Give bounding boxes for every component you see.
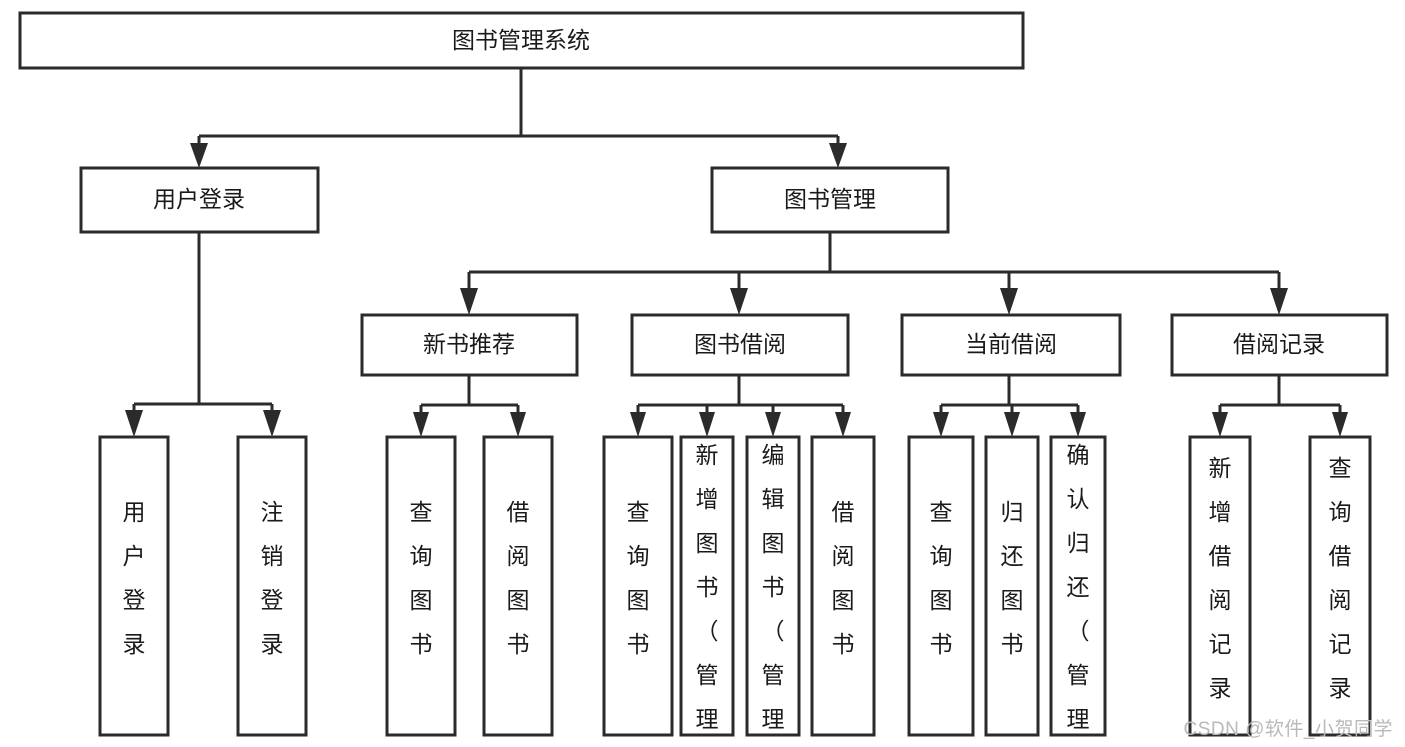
node-leaf-query-book-2-box[interactable] [602,435,674,737]
connector-root-bus [197,68,840,158]
node-book-borrow[interactable]: 图书借阅 [630,313,850,377]
arrowhead-leaf-query-record [1332,412,1348,437]
arrowhead-leaf-user-logout [263,410,281,437]
node-book-manage-label: 图书管理 [784,186,876,212]
arrowhead-leaf-borrow-book-2 [835,412,851,437]
node-leaf-add-record-label: 新增借阅记录 [1209,455,1232,701]
node-leaf-user-logout-label: 注销登录 [261,499,284,657]
node-leaf-borrow-book-2-box[interactable] [810,435,876,737]
arrowhead-book-manage [829,143,847,168]
node-leaf-query-book-3-label: 查询图书 [930,499,953,657]
connector-bookmanage-bus [467,232,1281,298]
arrowhead-leaf-confirm-return [1070,412,1086,437]
node-leaf-query-book-1[interactable]: 查询图书 [385,435,457,737]
arrowhead-leaf-borrow-book-1 [510,412,526,437]
arrowhead-layer [125,143,1348,437]
node-leaf-query-book-2[interactable]: 查询图书 [602,435,674,737]
node-leaf-query-record-box[interactable] [1308,435,1372,737]
node-borrow-record-box[interactable] [1170,313,1389,377]
node-leaf-query-book-3-box[interactable] [907,435,975,737]
node-leaf-return-book[interactable]: 归还图书 [984,435,1040,737]
node-leaf-user-login-label: 用户登录 [123,499,146,657]
node-new-book-rec[interactable]: 新书推荐 [360,313,579,377]
node-leaf-add-book[interactable]: 新增图书（管理员） [679,435,735,747]
node-leaf-query-book-2-label: 查询图书 [627,499,650,657]
node-root-label: 图书管理系统 [452,27,590,53]
arrowhead-new-book-rec [460,288,478,315]
node-book-borrow-box[interactable] [630,313,850,377]
connector-userlogin-bus [132,232,274,422]
node-leaf-return-book-label: 归还图书 [1001,499,1024,657]
node-root[interactable]: 图书管理系统 [18,11,1025,70]
arrowhead-borrow-record [1270,288,1288,315]
node-current-borrow-box[interactable] [900,313,1122,377]
arrowhead-current-borrow [1000,288,1018,315]
node-leaf-query-book-3[interactable]: 查询图书 [907,435,975,737]
node-book-borrow-label: 图书借阅 [694,331,786,357]
node-leaf-query-record[interactable]: 查询借阅记录 [1308,435,1372,737]
connector-borrowrecord-bus [1218,375,1342,422]
node-leaf-user-logout-box[interactable] [236,435,308,737]
node-book-manage[interactable]: 图书管理 [710,166,950,234]
node-leaf-borrow-book-2[interactable]: 借阅图书 [810,435,876,737]
node-leaf-edit-book-box[interactable] [745,435,801,737]
node-user-login-box[interactable] [79,166,320,234]
node-leaf-confirm-return-label: 确认归还（管理员） [1067,442,1090,747]
node-user-login[interactable]: 用户登录 [79,166,320,234]
node-borrow-record[interactable]: 借阅记录 [1170,313,1389,377]
node-new-book-rec-label: 新书推荐 [423,331,515,357]
node-leaf-return-book-box[interactable] [984,435,1040,737]
arrowhead-leaf-query-book-1 [413,412,429,437]
arrowhead-book-borrow [730,288,748,315]
arrowhead-leaf-return-book [1004,412,1020,437]
node-leaf-add-book-box[interactable] [679,435,735,737]
node-user-login-label: 用户登录 [153,186,245,212]
arrowhead-leaf-add-book [699,412,715,437]
node-leaf-edit-book[interactable]: 编辑图书（管理员） [745,435,801,747]
node-book-manage-box[interactable] [710,166,950,234]
node-leaf-confirm-return-box[interactable] [1049,435,1107,737]
node-leaf-user-login[interactable]: 用户登录 [98,435,170,737]
node-leaf-query-book-1-label: 查询图书 [410,499,433,657]
arrowhead-user-login [190,143,208,168]
node-current-borrow[interactable]: 当前借阅 [900,313,1122,377]
node-borrow-record-label: 借阅记录 [1233,331,1325,357]
node-leaf-query-book-1-box[interactable] [385,435,457,737]
node-leaf-edit-book-label: 编辑图书（管理员） [762,442,785,747]
arrowhead-leaf-user-login [125,410,143,437]
node-leaf-user-logout[interactable]: 注销登录 [236,435,308,737]
connector-layer [132,68,1342,422]
node-leaf-add-record-box[interactable] [1188,435,1252,737]
node-leaf-add-record[interactable]: 新增借阅记录 [1188,435,1252,737]
node-leaf-borrow-book-1[interactable]: 借阅图书 [482,435,554,737]
connector-bookborrow-bus [636,375,845,422]
node-new-book-rec-box[interactable] [360,313,579,377]
node-current-borrow-label: 当前借阅 [965,331,1057,357]
connector-newbook-bus [419,375,520,422]
node-leaf-query-record-label: 查询借阅记录 [1329,455,1352,701]
node-leaf-borrow-book-1-label: 借阅图书 [507,499,530,657]
node-leaf-user-login-box[interactable] [98,435,170,737]
node-leaf-confirm-return[interactable]: 确认归还（管理员） [1049,435,1107,747]
node-root-box[interactable] [18,11,1025,70]
arrowhead-leaf-query-book-2 [630,412,646,437]
arrowhead-leaf-edit-book [765,412,781,437]
csdn-watermark: CSDN @软件_小贺同学 [1183,719,1393,740]
arrowhead-leaf-query-book-3 [933,412,949,437]
node-leaf-borrow-book-1-box[interactable] [482,435,554,737]
arrowhead-leaf-add-record [1212,412,1228,437]
node-leaf-borrow-book-2-label: 借阅图书 [832,499,855,657]
node-leaf-add-book-label: 新增图书（管理员） [696,442,719,747]
